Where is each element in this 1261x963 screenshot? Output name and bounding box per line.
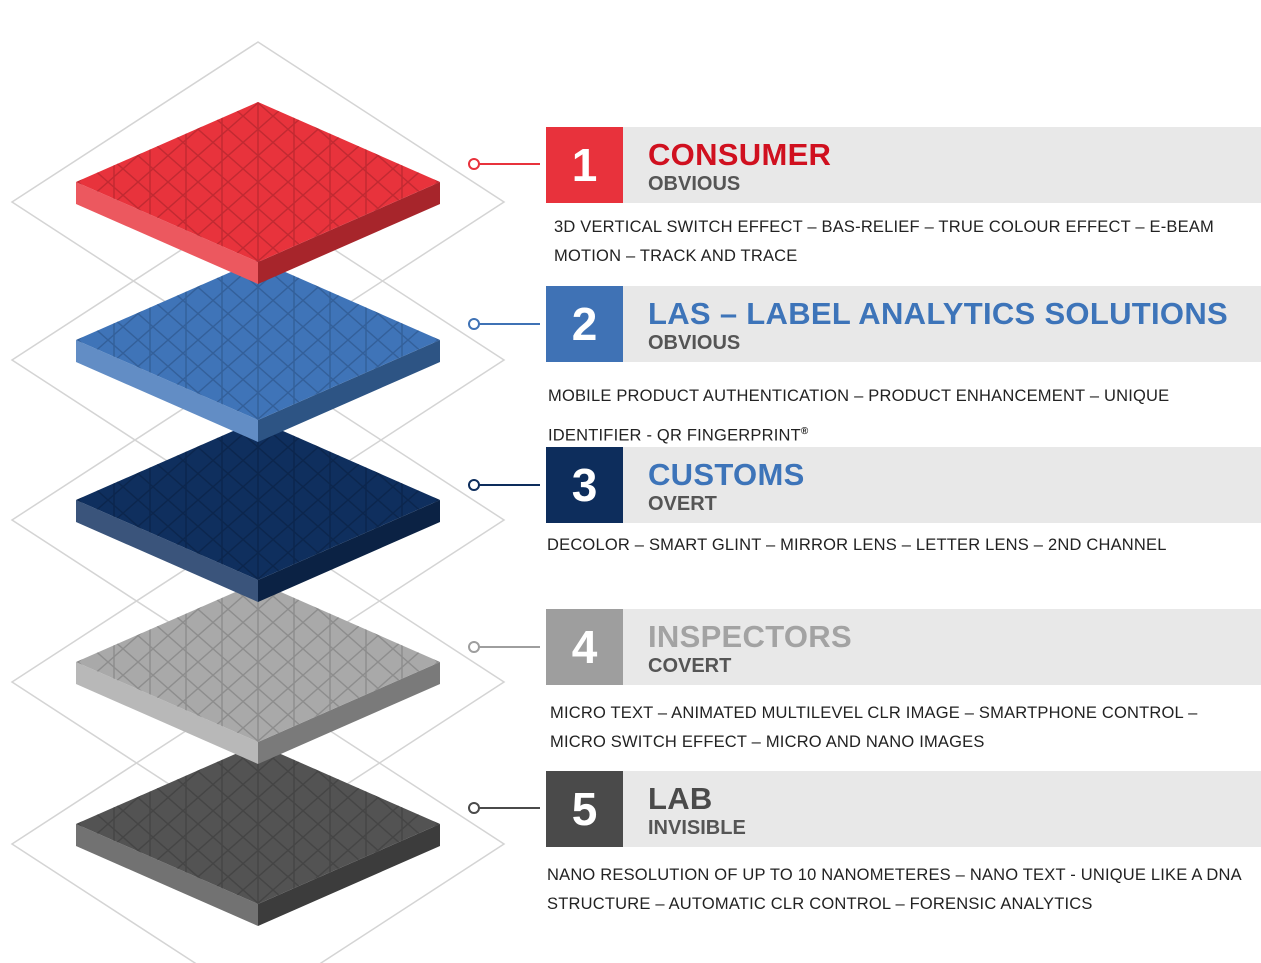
layer-4-title: INSPECTORS xyxy=(648,619,852,654)
layer-2-number: 2 xyxy=(546,286,623,362)
layer-2-subtitle: OBVIOUS xyxy=(648,332,741,354)
layered-security-stack xyxy=(10,41,540,963)
layer-5-connector-dot xyxy=(468,802,480,814)
layer-5-description: NANO RESOLUTION OF UP TO 10 NANOMETERES … xyxy=(547,861,1242,919)
layer-2-description-line-2: IDENTIFIER - QR FINGERPRINT® xyxy=(548,414,1169,454)
layer-5-description-line: STRUCTURE – AUTOMATIC CLR CONTROL – FORE… xyxy=(547,895,1093,913)
layer-2-title: LAS – LABEL ANALYTICS SOLUTIONS xyxy=(648,296,1228,331)
layer-5-subtitle: INVISIBLE xyxy=(648,817,746,839)
layer-1-description-line: 3D VERTICAL SWITCH EFFECT – BAS-RELIEF –… xyxy=(554,218,1214,236)
layer-5-frame xyxy=(10,683,506,963)
layer-3-title: CUSTOMS xyxy=(648,457,805,492)
layer-5-tile xyxy=(76,744,440,926)
layer-4-tile xyxy=(76,582,440,764)
layer-3-tile xyxy=(76,420,440,602)
layer-2-connector-dot xyxy=(468,318,480,330)
layer-3-connector-dot xyxy=(468,479,480,491)
registered-mark: ® xyxy=(800,426,809,437)
layer-5-title: LAB xyxy=(648,781,713,816)
layer-4-description-line: MICRO SWITCH EFFECT – MICRO AND NANO IMA… xyxy=(550,733,985,751)
layer-4-description-line: MICRO TEXT – ANIMATED MULTILEVEL CLR IMA… xyxy=(550,704,1198,722)
layer-3-header: 3 CUSTOMS OVERT xyxy=(546,447,1261,523)
layer-2-header: 2 LAS – LABEL ANALYTICS SOLUTIONS OBVIOU… xyxy=(546,286,1261,362)
layer-1-number: 1 xyxy=(546,127,623,203)
layer-1-description-line: MOTION – TRACK AND TRACE xyxy=(554,247,798,265)
layer-2-tile xyxy=(76,260,440,442)
layer-1-description: 3D VERTICAL SWITCH EFFECT – BAS-RELIEF –… xyxy=(554,213,1214,271)
layer-2-description-line: MOBILE PRODUCT AUTHENTICATION – PRODUCT … xyxy=(548,387,1170,405)
layer-1-tile xyxy=(76,102,440,284)
layer-5-header: 5 LAB INVISIBLE xyxy=(546,771,1261,847)
layer-4-subtitle: COVERT xyxy=(648,655,732,677)
layer-1-connector-dot xyxy=(468,158,480,170)
layer-5-description-line: NANO RESOLUTION OF UP TO 10 NANOMETERES … xyxy=(547,866,1242,884)
layer-3-number: 3 xyxy=(546,447,623,523)
layer-3-description-line: DECOLOR – SMART GLINT – MIRROR LENS – LE… xyxy=(547,536,1167,554)
layer-1-header: 1 CONSUMER OBVIOUS xyxy=(546,127,1261,203)
layer-4-header: 4 INSPECTORS COVERT xyxy=(546,609,1261,685)
layer-1-title: CONSUMER xyxy=(648,137,832,172)
layer-4-description: MICRO TEXT – ANIMATED MULTILEVEL CLR IMA… xyxy=(550,699,1197,757)
layer-4-number: 4 xyxy=(546,609,623,685)
layer-2-description: MOBILE PRODUCT AUTHENTICATION – PRODUCT … xyxy=(548,378,1169,454)
layer-4-connector-dot xyxy=(468,641,480,653)
layer-1-subtitle: OBVIOUS xyxy=(648,173,741,195)
layer-3-subtitle: OVERT xyxy=(648,493,717,515)
layer-3-description: DECOLOR – SMART GLINT – MIRROR LENS – LE… xyxy=(547,531,1167,560)
layer-5-number: 5 xyxy=(546,771,623,847)
layer-2-description-text: IDENTIFIER - QR FINGERPRINT xyxy=(548,426,801,445)
